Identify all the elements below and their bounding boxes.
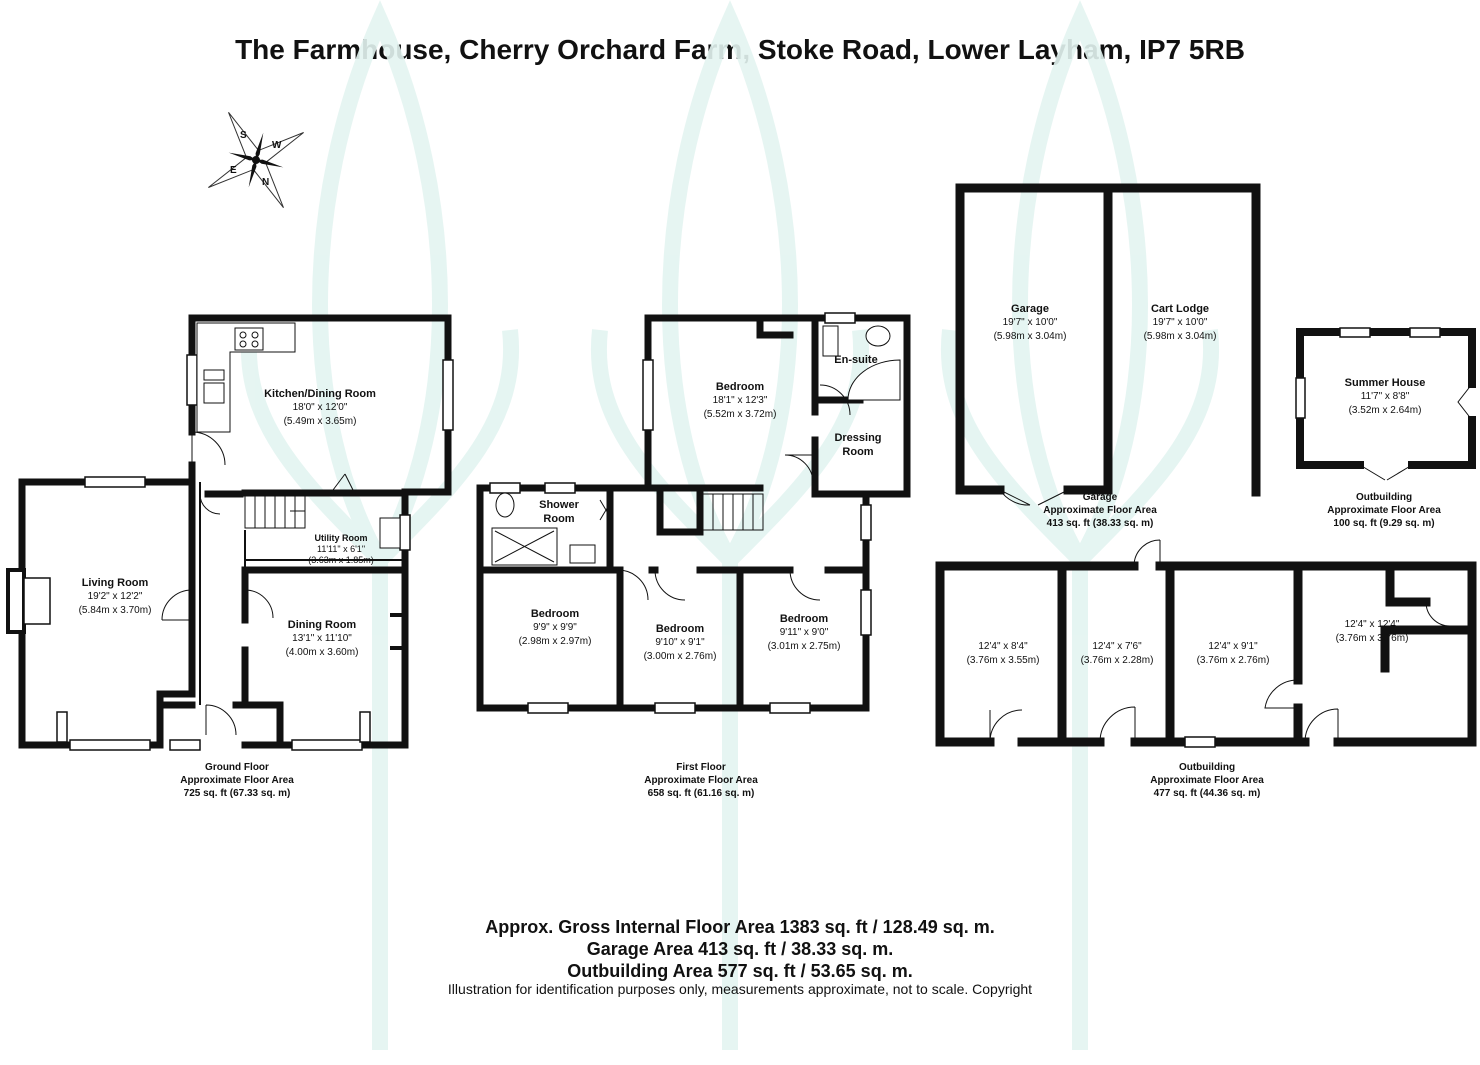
room-dim-metric: (3.63m x 1.85m) bbox=[308, 555, 374, 565]
room-name: Cart Lodge bbox=[1150, 303, 1210, 315]
room-name: Bedroom bbox=[655, 623, 705, 635]
room-dim-metric: (5.98m x 3.04m) bbox=[993, 331, 1067, 342]
room-name: Summer House bbox=[1344, 377, 1426, 389]
room-label-outbuilding-2: 12'4" x 7'6" (3.76m x 2.28m) bbox=[1068, 640, 1166, 668]
room-name: Shower Room bbox=[539, 499, 579, 525]
compass-label-e: E bbox=[230, 165, 237, 176]
room-name: Dining Room bbox=[287, 619, 357, 631]
room-label-dressing-room: Dressing Room bbox=[823, 431, 893, 459]
room-dim-imperial: 9'10" x 9'1" bbox=[655, 637, 705, 648]
room-label-bedroom-3: Bedroom 9'10" x 9'1" (3.00m x 2.76m) bbox=[625, 622, 735, 664]
room-label-outbuilding-3: 12'4" x 9'1" (3.76m x 2.76m) bbox=[1180, 640, 1286, 668]
floor-area-value: 725 sq. ft (67.33 sq. m) bbox=[183, 788, 291, 799]
floor-area-value: 100 sq. ft (9.29 sq. m) bbox=[1333, 518, 1435, 529]
room-label-en-suite: En-suite bbox=[826, 353, 886, 367]
room-label-summer-house: Summer House 11'7" x 8'8" (3.52m x 2.64m… bbox=[1330, 376, 1440, 418]
floor-name: Outbuilding bbox=[1355, 492, 1413, 503]
floor-area-value: 413 sq. ft (38.33 sq. m) bbox=[1046, 518, 1154, 529]
floor-name: First Floor bbox=[676, 762, 726, 773]
room-label-cart-lodge: Cart Lodge 19'7" x 10'0" (5.98m x 3.04m) bbox=[1125, 302, 1235, 344]
summary-gross-area: Approx. Gross Internal Floor Area 1383 s… bbox=[485, 917, 995, 937]
summary-garage-area: Garage Area 413 sq. ft / 38.33 sq. m. bbox=[586, 939, 894, 959]
room-dim-metric: (3.76m x 3.55m) bbox=[966, 655, 1040, 666]
room-label-bedroom-2: Bedroom 9'9" x 9'9" (2.98m x 2.97m) bbox=[500, 607, 610, 649]
floor-area-label: Approximate Floor Area bbox=[644, 775, 758, 786]
room-name: Kitchen/Dining Room bbox=[264, 388, 376, 400]
compass-label-s: S bbox=[240, 130, 247, 141]
room-dim-metric: (2.98m x 2.97m) bbox=[518, 636, 592, 647]
floor-area-value: 477 sq. ft (44.36 sq. m) bbox=[1153, 788, 1261, 799]
room-dim-imperial: 12'4" x 7'6" bbox=[1092, 641, 1142, 652]
first-floor-caption: First Floor Approximate Floor Area 658 s… bbox=[621, 761, 781, 800]
room-dim-imperial: 19'7" x 10'0" bbox=[1002, 317, 1058, 328]
room-name: Utility Room bbox=[314, 533, 368, 543]
room-label-bedroom-4: Bedroom 9'11" x 9'0" (3.01m x 2.75m) bbox=[748, 612, 860, 654]
room-label-utility-room: Utility Room 11'11" x 6'1" (3.63m x 1.85… bbox=[296, 533, 386, 566]
room-dim-imperial: 12'4" x 12'4" bbox=[1344, 619, 1400, 630]
compass-label-n: N bbox=[262, 177, 270, 188]
floor-name: Garage bbox=[1082, 492, 1118, 503]
room-label-main-bedroom: Bedroom 18'1" x 12'3" (5.52m x 3.72m) bbox=[680, 380, 800, 422]
room-dim-metric: (5.49m x 3.65m) bbox=[283, 416, 357, 427]
room-dim-metric: (5.52m x 3.72m) bbox=[703, 409, 777, 420]
room-dim-imperial: 18'0" x 12'0" bbox=[292, 402, 348, 413]
disclaimer-text: Illustration for identification purposes… bbox=[447, 981, 1033, 997]
summary-outbuilding-area: Outbuilding Area 577 sq. ft / 53.65 sq. … bbox=[567, 961, 913, 981]
room-dim-metric: (3.76m x 3.76m) bbox=[1335, 633, 1409, 644]
room-label-outbuilding-1: 12'4" x 8'4" (3.76m x 3.55m) bbox=[950, 640, 1056, 668]
room-name: Garage bbox=[1011, 303, 1049, 315]
room-dim-imperial: 12'4" x 8'4" bbox=[978, 641, 1028, 652]
floor-name: Ground Floor bbox=[205, 762, 269, 773]
room-dim-metric: (3.52m x 2.64m) bbox=[1348, 405, 1422, 416]
compass-label-w: W bbox=[272, 140, 282, 151]
room-label-outbuilding-4: 12'4" x 12'4" (3.76m x 3.76m) bbox=[1322, 618, 1422, 646]
room-dim-metric: (4.00m x 3.60m) bbox=[285, 647, 359, 658]
room-label-garage: Garage 19'7" x 10'0" (5.98m x 3.04m) bbox=[975, 302, 1085, 344]
room-dim-metric: (3.76m x 2.76m) bbox=[1196, 655, 1270, 666]
floor-name: Outbuilding bbox=[1178, 762, 1236, 773]
floor-area-label: Approximate Floor Area bbox=[1327, 505, 1441, 516]
room-name: Dressing Room bbox=[834, 432, 882, 458]
room-dim-metric: (5.84m x 3.70m) bbox=[78, 605, 152, 616]
room-dim-imperial: 18'1" x 12'3" bbox=[712, 395, 768, 406]
outbuilding-caption: Outbuilding Approximate Floor Area 477 s… bbox=[1127, 761, 1287, 800]
room-name: En-suite bbox=[834, 354, 878, 366]
summer-house-caption: Outbuilding Approximate Floor Area 100 s… bbox=[1304, 491, 1464, 530]
floor-area-value: 658 sq. ft (61.16 sq. m) bbox=[647, 788, 755, 799]
garage-caption: Garage Approximate Floor Area 413 sq. ft… bbox=[1020, 491, 1180, 530]
room-label-shower-room: Shower Room bbox=[530, 498, 588, 526]
room-dim-imperial: 13'1" x 11'10" bbox=[292, 633, 352, 644]
room-label-living-room: Living Room 19'2" x 12'2" (5.84m x 3.70m… bbox=[55, 576, 175, 618]
floor-area-label: Approximate Floor Area bbox=[1150, 775, 1264, 786]
room-name: Bedroom bbox=[530, 608, 580, 620]
room-dim-imperial: 19'2" x 12'2" bbox=[87, 591, 143, 602]
compass-rose-icon bbox=[208, 112, 304, 208]
room-name: Bedroom bbox=[779, 613, 829, 625]
room-name: Bedroom bbox=[715, 381, 765, 393]
room-dim-metric: (3.00m x 2.76m) bbox=[643, 651, 717, 662]
room-dim-imperial: 9'9" x 9'9" bbox=[533, 622, 577, 633]
room-dim-metric: (3.76m x 2.28m) bbox=[1080, 655, 1154, 666]
room-dim-imperial: 12'4" x 9'1" bbox=[1208, 641, 1258, 652]
room-dim-metric: (3.01m x 2.75m) bbox=[767, 641, 841, 652]
room-label-dining-room: Dining Room 13'1" x 11'10" (4.00m x 3.60… bbox=[262, 618, 382, 660]
ground-floor-caption: Ground Floor Approximate Floor Area 725 … bbox=[157, 761, 317, 800]
room-dim-imperial: 11'11" x 6'1" bbox=[316, 544, 366, 554]
room-dim-metric: (5.98m x 3.04m) bbox=[1143, 331, 1217, 342]
room-dim-imperial: 9'11" x 9'0" bbox=[779, 627, 829, 638]
room-dim-imperial: 11'7" x 8'8" bbox=[1360, 391, 1410, 402]
room-name: Living Room bbox=[81, 577, 149, 589]
floor-area-label: Approximate Floor Area bbox=[1043, 505, 1157, 516]
room-label-kitchen-dining: Kitchen/Dining Room 18'0" x 12'0" (5.49m… bbox=[260, 387, 380, 429]
floor-area-label: Approximate Floor Area bbox=[180, 775, 294, 786]
room-dim-imperial: 19'7" x 10'0" bbox=[1152, 317, 1208, 328]
